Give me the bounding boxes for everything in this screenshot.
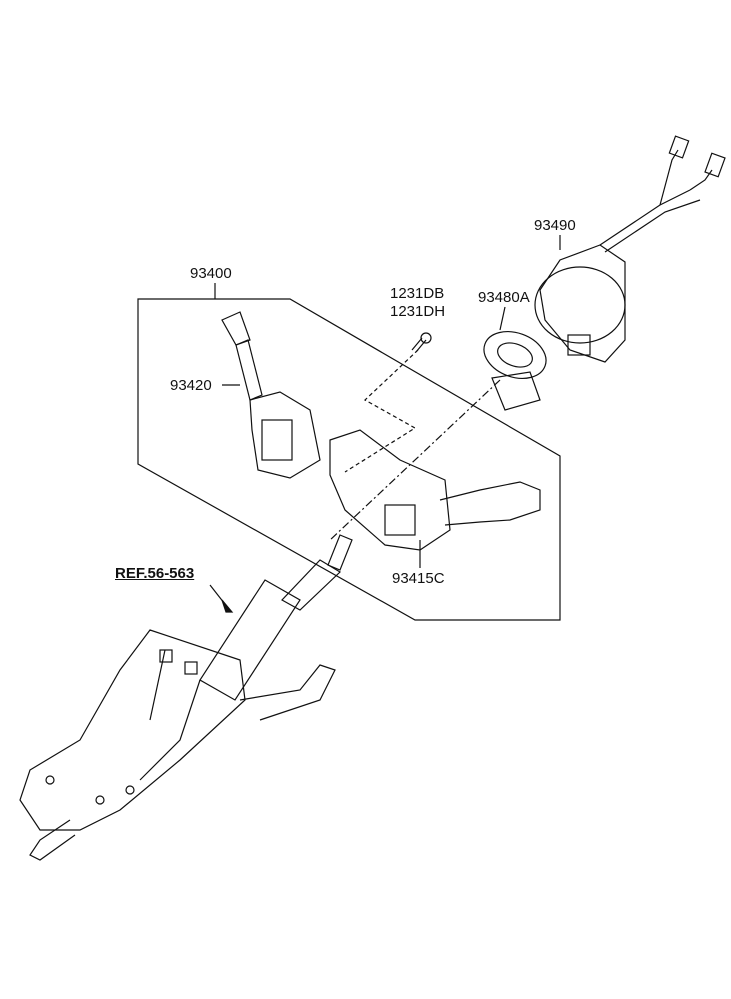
dashed-line-bolt bbox=[344, 349, 419, 473]
label-ref-56-563[interactable]: REF.56-563 bbox=[115, 565, 195, 582]
leader-93480A bbox=[499, 306, 506, 331]
label-1231DB: 1231DB bbox=[390, 285, 445, 302]
label-1231DH: 1231DH bbox=[390, 303, 446, 320]
label-93415C: 93415C bbox=[392, 570, 445, 587]
sensor-93480A bbox=[483, 331, 547, 411]
label-93480A: 93480A bbox=[478, 289, 530, 306]
label-93400: 93400 bbox=[190, 265, 232, 282]
multifunction-switch-93415C bbox=[329, 429, 541, 551]
steering-column bbox=[19, 534, 353, 861]
label-93490: 93490 bbox=[534, 217, 576, 234]
label-93420: 93420 bbox=[170, 377, 212, 394]
assembly-93400-outline bbox=[137, 298, 561, 621]
clock-spring-93490 bbox=[534, 135, 726, 363]
bolt-1231DB bbox=[411, 332, 432, 353]
dashed-axis bbox=[329, 379, 501, 541]
wiper-switch-93420 bbox=[221, 311, 321, 479]
ref-arrow bbox=[209, 584, 234, 613]
